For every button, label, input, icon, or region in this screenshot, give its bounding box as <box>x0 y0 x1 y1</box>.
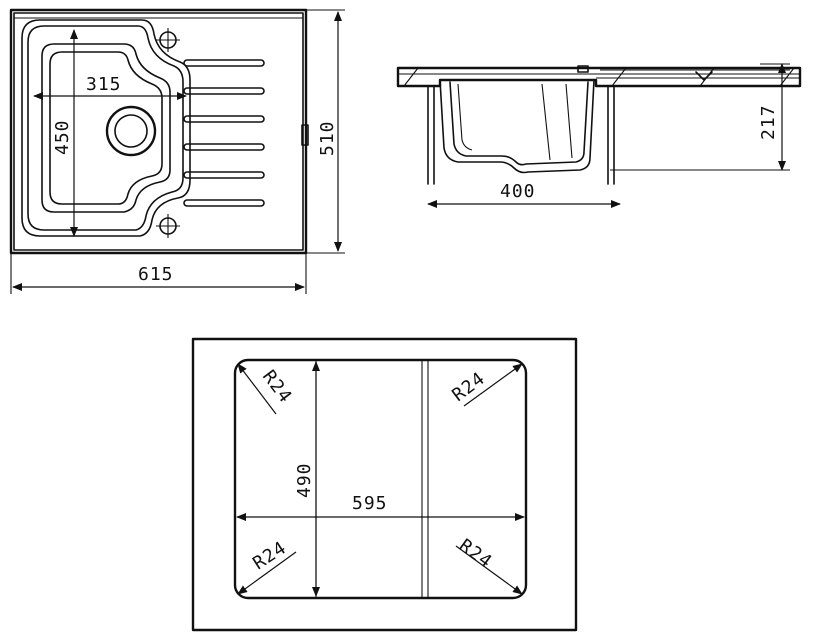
radius-top-left: R24 <box>258 366 296 407</box>
radius-bottom-left: R24 <box>249 537 290 574</box>
countertop-section <box>396 66 802 88</box>
side-view: 217 400 <box>396 63 802 208</box>
bowl-outline <box>21 19 191 237</box>
dim-bowl-length: 450 <box>52 119 73 155</box>
dim-cutout-width: 595 <box>352 493 388 514</box>
top-view: 315 450 510 615 <box>9 8 345 294</box>
template-frame <box>191 337 578 632</box>
dim-overall-depth: 510 <box>317 120 338 156</box>
dim-side-bowl-width: 400 <box>500 181 536 202</box>
tap-hole-icon <box>156 214 180 238</box>
dim-height: 217 <box>758 104 779 140</box>
drain-icon <box>105 105 157 157</box>
cutout-template: 490 595 R24 R24 R24 R24 <box>191 337 578 632</box>
dim-overall-width: 615 <box>138 264 174 285</box>
dim-cutout-height: 490 <box>294 462 315 498</box>
tap-hole-icon <box>156 28 180 52</box>
radius-top-right: R24 <box>448 368 489 406</box>
bowl-profile <box>439 79 595 174</box>
drainer-ribs <box>183 59 265 207</box>
radius-bottom-right: R24 <box>455 535 496 573</box>
sink-outline <box>9 8 308 255</box>
dim-bowl-width: 315 <box>86 74 122 95</box>
cutout-outline <box>233 358 528 600</box>
